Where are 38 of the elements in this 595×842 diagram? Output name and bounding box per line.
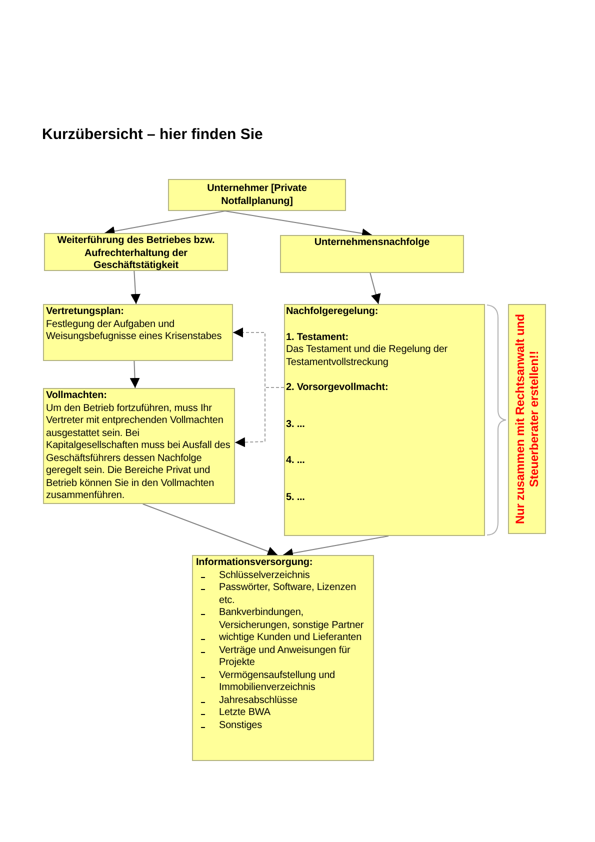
process-box <box>44 233 228 271</box>
list-item: Passwörter, Software, Lizenzen etc. <box>196 582 370 607</box>
arrow <box>130 270 140 304</box>
list-item: Sonstiges <box>196 720 370 732</box>
arrow <box>130 360 140 388</box>
note-text: Nur zusammen mit Rechtsanwalt und Steuerberater erstellen!! <box>513 312 541 526</box>
box-text: Um den Betrieb fortzuführen, muss Ihr Vertreter mit entprechenden Vollmachten ausgestattet sein. Bei Kapitalgesellschaften muss bei Ausfall des Geschäftsführers dessen Nachfolge geregelt sein. Die Bereiche Privat und Betrieb können Sie in den Vollmachten zusammenführen. <box>46 402 232 502</box>
box-heading: Unternehmer [Private Notfallplanung] <box>206 183 308 208</box>
list-item: Vermögensaufstellung und Immobilienverzeichnis <box>196 670 370 694</box>
box-heading: Vollmachten: <box>46 390 108 402</box>
list-item: wichtige Kunden und Lieferanten <box>196 632 370 644</box>
process-box <box>192 555 374 761</box>
box-heading: Unternehmensnachfolge <box>313 237 431 250</box>
box-heading: Informationsversorgung: <box>196 557 314 570</box>
process-box <box>280 235 464 273</box>
box-heading: 5. ... <box>286 492 306 504</box>
list-item: Jahresabschlüsse <box>196 694 370 707</box>
box-heading: Weiterführung des Betriebes bzw. Aufrechterhaltung der Geschäftstätigkeit <box>56 235 216 272</box>
page-title: Kurzübersicht – hier finden Sie <box>42 126 263 143</box>
arrow <box>142 504 278 556</box>
box-text: Festlegung der Aufgaben und Weisungsbefugnisse eines Krisenstabes <box>46 318 223 344</box>
process-box <box>43 388 235 504</box>
box-heading: 4. ... <box>286 455 306 468</box>
box-heading: Nachfolgeregelung: <box>286 306 380 318</box>
box-text: Das Testament und die Regelung der Testamentvollstreckung <box>286 344 449 369</box>
list-item: Letzte BWA <box>196 707 370 720</box>
dashed-arrow <box>234 387 284 448</box>
arrow <box>370 272 381 304</box>
process-box <box>284 304 485 536</box>
box-heading: 3. ... <box>286 418 306 431</box>
box-heading: 1. Testament: <box>286 332 350 344</box>
process-box <box>168 179 346 211</box>
process-box <box>43 304 233 361</box>
list-item: Verträge und Anweisungen für Projekte <box>196 644 370 670</box>
box-heading: 2. Vorsorgevollmacht: <box>286 382 390 394</box>
box-heading: Vertretungsplan: <box>46 306 125 318</box>
list-item: Schlüsselverzeichnis <box>196 570 370 582</box>
note-box <box>508 304 546 534</box>
